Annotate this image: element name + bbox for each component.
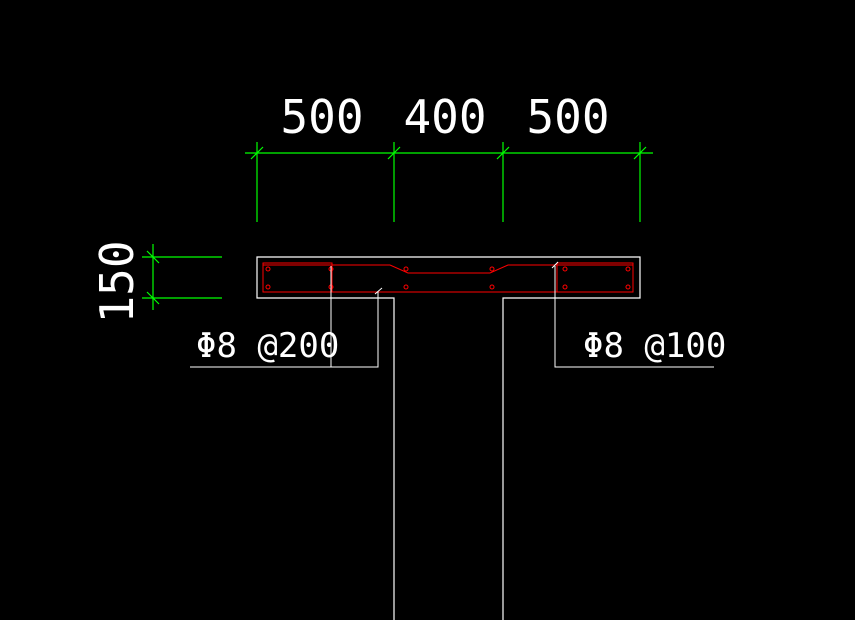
side-tick-bottom — [146, 291, 160, 305]
tick-mark-3 — [496, 146, 510, 160]
rebar-loop-left — [262, 262, 333, 293]
left-leader-tick — [374, 287, 383, 295]
dimension-label-1: 500 — [280, 90, 363, 144]
left-leader — [190, 291, 379, 368]
structure-outline — [256, 256, 641, 620]
dimension-label-3: 500 — [526, 90, 609, 144]
dimension-label-side: 150 — [90, 240, 144, 323]
right-leader — [554, 266, 714, 368]
top-dimension-chain — [245, 142, 653, 222]
rebar-loop-right — [556, 262, 634, 293]
top-rebar-bent — [263, 264, 633, 274]
t-section-outline — [256, 256, 641, 620]
tick-mark-2 — [387, 146, 401, 160]
leader-lines — [190, 261, 714, 368]
tick-mark-4 — [633, 146, 647, 160]
left-rebar-label: Φ8 @200 — [196, 326, 339, 366]
tick-mark-1 — [250, 146, 264, 160]
right-rebar-label: Φ8 @100 — [583, 326, 726, 366]
rebar-dots — [265, 266, 631, 290]
side-tick-top — [146, 250, 160, 264]
side-dimension — [142, 244, 222, 310]
dimension-label-2: 400 — [403, 90, 486, 144]
rebar-layout — [262, 262, 634, 293]
right-leader-tick — [551, 261, 559, 269]
